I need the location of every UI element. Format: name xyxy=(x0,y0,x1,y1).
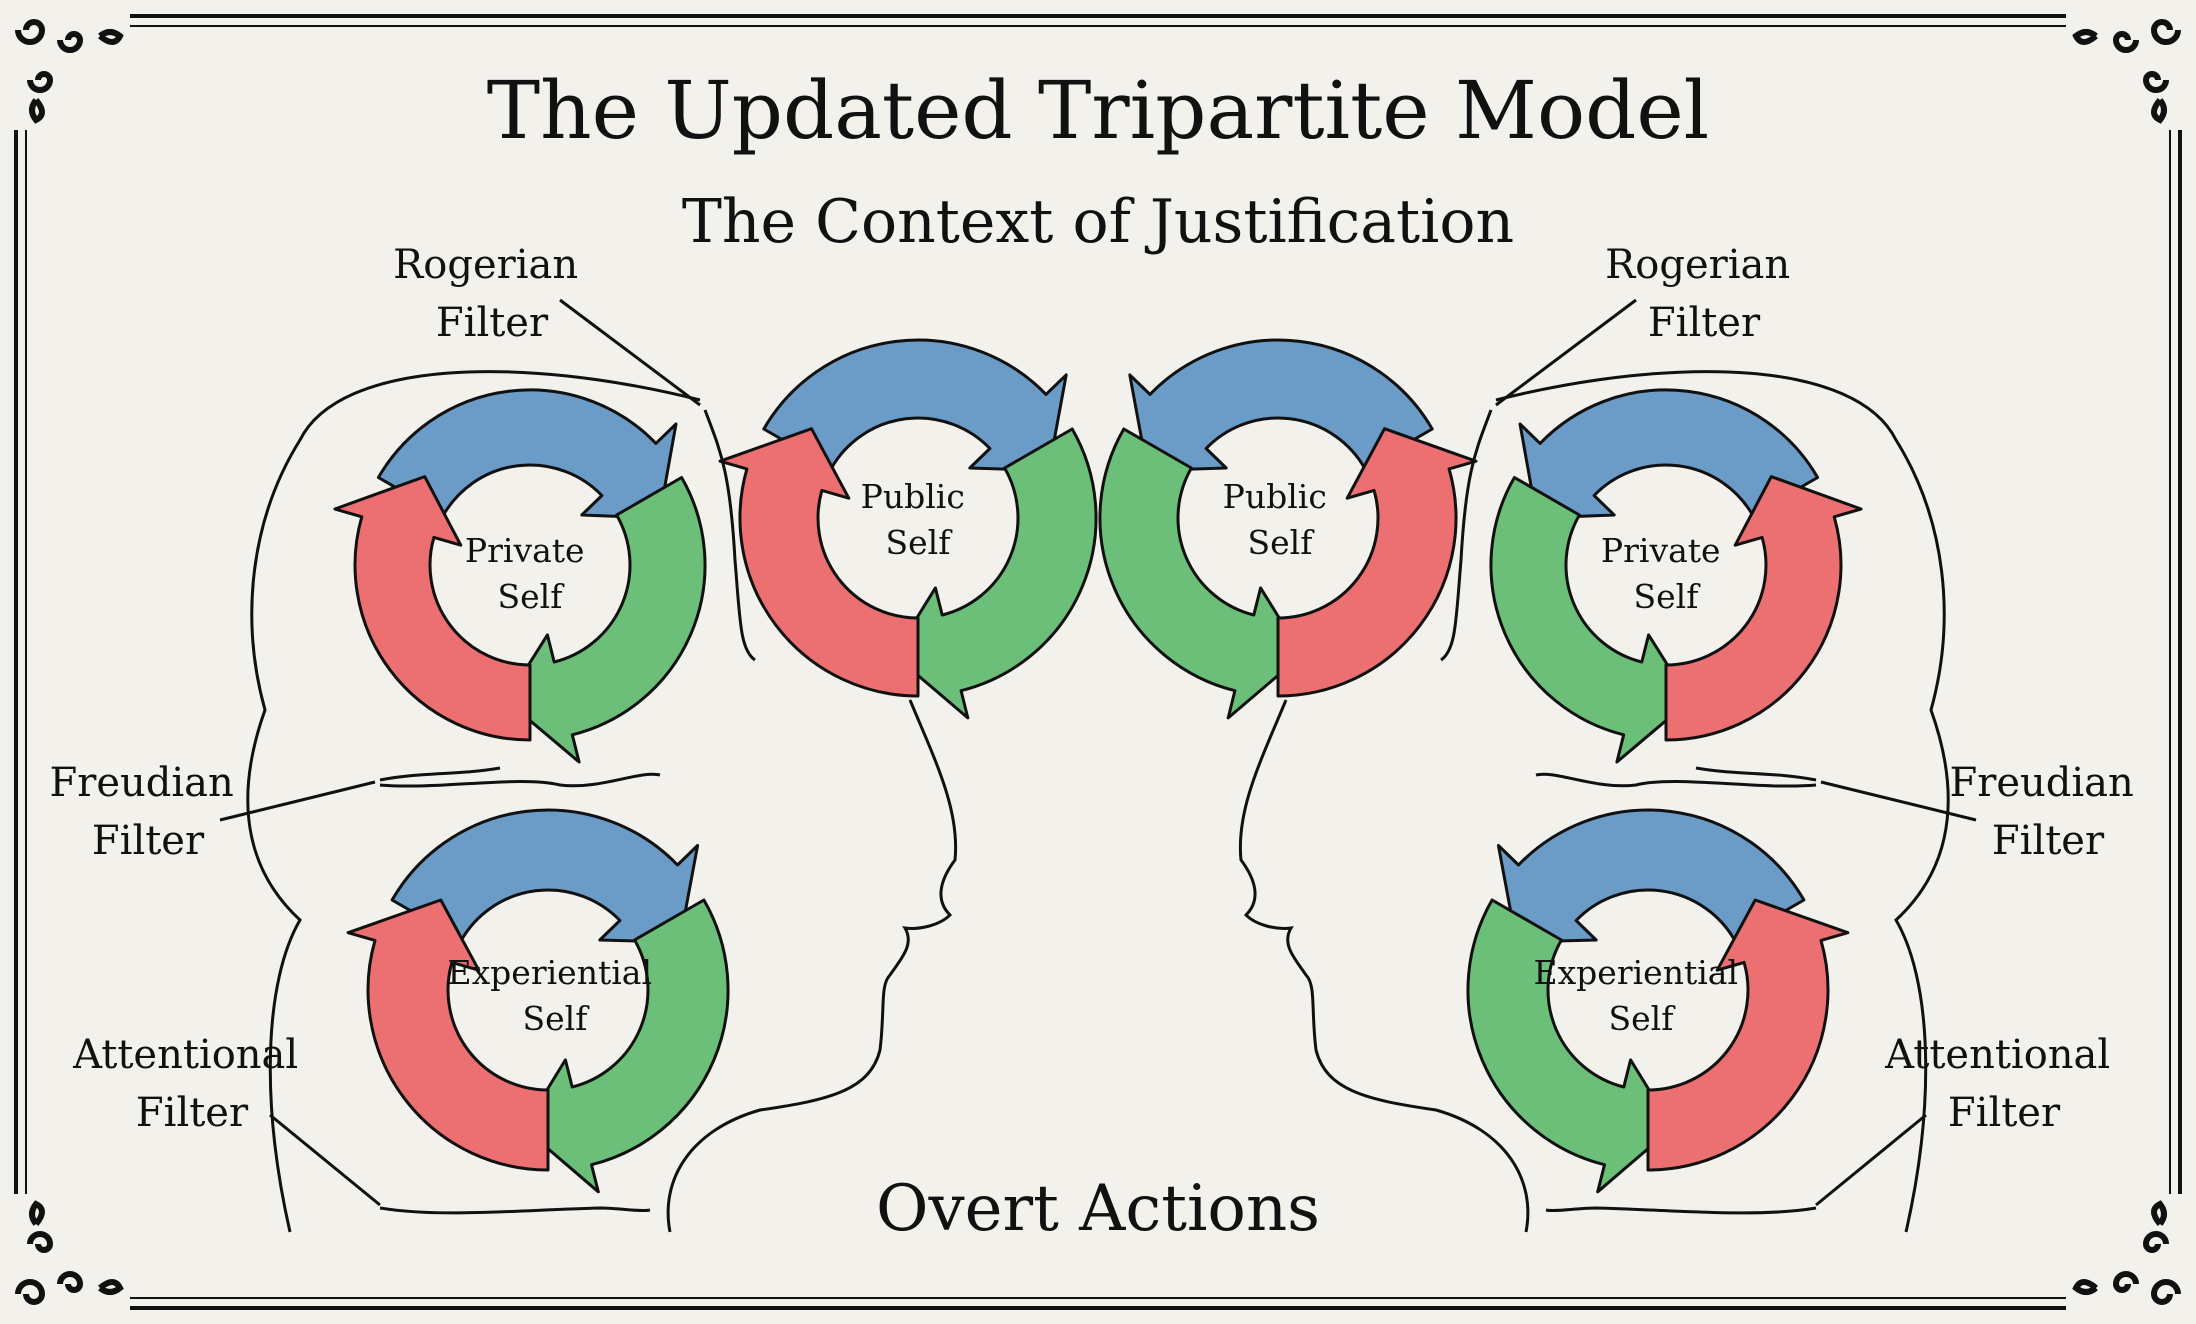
left-head-outline xyxy=(246,370,701,1233)
right-face-profile xyxy=(1238,699,1530,1233)
corner-ornament-bottom-left xyxy=(15,1200,124,1305)
diagram-title: The Updated Tripartite Model xyxy=(487,64,1710,157)
left-experiential-self-cycle xyxy=(346,808,730,1194)
left-attentional-band xyxy=(379,1206,651,1215)
left-private-self-cycle xyxy=(333,388,707,764)
right-private-self-cycle-green-arrow xyxy=(1489,476,1692,764)
left-experiential-self-cycle-green-arrow xyxy=(522,898,730,1194)
head-outlines xyxy=(246,370,1950,1233)
attentional-filter-left-label: Attentional Filter xyxy=(72,1032,311,1136)
right-public-self-cycle-red-arrow xyxy=(1276,427,1478,698)
right-public-self-label: Public Self xyxy=(1223,477,1338,562)
freudian-left-leader xyxy=(219,780,376,822)
right-public-self-cycle-blue-arrow xyxy=(1128,338,1434,472)
rogerian-left-leader xyxy=(559,298,701,407)
rogerian-filter-left-label: Rogerian Filter xyxy=(393,242,591,346)
left-experiential-self-label: Experiential Self xyxy=(447,953,662,1038)
cycle-diagrams xyxy=(333,338,1863,1194)
right-attentional-band xyxy=(1545,1206,1817,1215)
right-experiential-self-label: Experiential Self xyxy=(1533,953,1748,1038)
left-experiential-self-cycle-blue-arrow xyxy=(390,808,700,944)
corner-ornament-bottom-right xyxy=(2072,1200,2181,1305)
right-experiential-self-cycle xyxy=(1466,808,1850,1194)
right-freudian-band-bottom xyxy=(1535,772,1817,788)
left-freudian-band-top xyxy=(379,766,501,782)
left-freudian-band-bottom xyxy=(379,772,661,788)
left-experiential-self-cycle-red-arrow xyxy=(346,898,550,1172)
right-private-self-label: Private Self xyxy=(1601,531,1731,616)
freudian-right-leader xyxy=(1820,780,1977,822)
right-experiential-self-cycle-blue-arrow xyxy=(1496,808,1806,944)
left-private-self-label: Private Self xyxy=(465,531,595,616)
right-experiential-self-cycle-green-arrow xyxy=(1466,898,1674,1194)
right-public-self-cycle xyxy=(1098,338,1478,720)
right-private-self-cycle-blue-arrow xyxy=(1518,388,1820,520)
attentional-left-leader xyxy=(269,1113,381,1207)
right-private-self-cycle-red-arrow xyxy=(1664,475,1863,742)
right-head-inner xyxy=(1440,409,1493,662)
left-public-self-cycle xyxy=(718,338,1098,720)
right-freudian-band-top xyxy=(1695,766,1817,782)
left-public-self-label: Public Self xyxy=(861,477,976,562)
freudian-filter-left-label: Freudian Filter xyxy=(49,760,246,864)
corner-ornament-top-right xyxy=(2072,19,2181,124)
left-private-self-cycle-red-arrow xyxy=(333,475,532,742)
right-head-outline xyxy=(1495,370,1950,1233)
left-public-self-cycle-green-arrow xyxy=(892,427,1098,720)
corner-ornament-top-left xyxy=(15,19,124,124)
right-public-self-cycle-green-arrow xyxy=(1098,427,1304,720)
frame xyxy=(14,14,2182,1310)
rogerian-right-leader xyxy=(1495,298,1637,407)
left-public-self-cycle-blue-arrow xyxy=(762,338,1068,472)
right-experiential-self-cycle-red-arrow xyxy=(1646,898,1850,1172)
right-private-self-cycle xyxy=(1489,388,1863,764)
attentional-right-leader xyxy=(1815,1113,1927,1207)
freudian-filter-right-label: Freudian Filter xyxy=(1949,760,2146,864)
left-head-inner xyxy=(703,409,756,662)
left-private-self-cycle-green-arrow xyxy=(504,476,707,764)
left-face-profile xyxy=(666,699,958,1233)
attentional-filter-right-label: Attentional Filter xyxy=(1884,1032,2123,1136)
overt-actions-label: Overt Actions xyxy=(876,1172,1320,1246)
rogerian-filter-right-label: Rogerian Filter xyxy=(1605,242,1803,346)
left-public-self-cycle-red-arrow xyxy=(718,427,920,698)
diagram-subtitle: The Context of Justification xyxy=(682,187,1514,257)
leader-lines xyxy=(219,298,1977,1207)
left-private-self-cycle-blue-arrow xyxy=(376,388,678,520)
